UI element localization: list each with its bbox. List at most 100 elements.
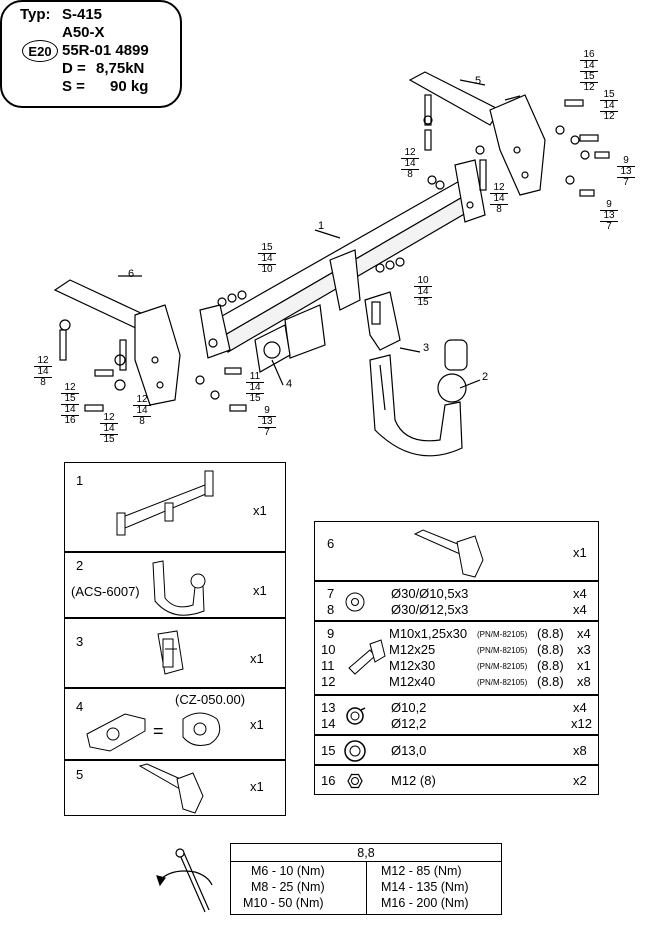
part-number: 14	[321, 716, 336, 731]
part-panel-5: 5 x1	[64, 760, 286, 816]
part-panel-3: 3 x1	[64, 618, 286, 688]
part-panel-4: 4 (CZ-050.00) = x1	[64, 688, 286, 760]
torque-value: M16 - 200 (Nm)	[381, 896, 469, 910]
part-number: 9	[327, 626, 335, 641]
s-label: S =	[62, 78, 85, 95]
right-bracket-icon	[138, 763, 204, 814]
d-label: D =	[62, 60, 86, 77]
part-grade: (8.8)	[537, 658, 564, 673]
part-number: 10	[321, 642, 336, 657]
part-grade: (8.8)	[537, 626, 564, 641]
part-description: Ø30/Ø12,5x3	[391, 602, 469, 617]
spring-washer-icon	[346, 707, 366, 725]
part-number: 15	[321, 743, 336, 758]
typ-label: Typ:	[20, 6, 51, 23]
part-quantity: x1	[250, 779, 264, 794]
left-bracket-drawing	[53, 279, 181, 406]
part-quantity: x1	[253, 583, 267, 598]
part-description: Ø10,2	[391, 700, 427, 715]
crossbar-icon	[116, 470, 214, 536]
part-quantity: x4	[573, 700, 587, 715]
torque-value: M12 - 85 (Nm)	[381, 864, 462, 878]
mount-block-drawing	[364, 291, 401, 351]
torque-table: 8,8 M6 - 10 (Nm) M8 - 25 (Nm) M10 - 50 (…	[230, 843, 502, 915]
torque-value: M6 - 10 (Nm)	[251, 864, 325, 878]
part-norm: (PN/M-82105)	[477, 646, 528, 655]
s-value: 90 kg	[110, 78, 149, 95]
part-quantity: x4	[573, 602, 587, 617]
torque-value: M8 - 25 (Nm)	[251, 880, 325, 894]
spec-box: Typ: S-415 A50-X E20 55R-01 4899 D = 8,7…	[0, 0, 182, 108]
bolt-icon	[348, 639, 386, 675]
typ-value: S-415	[62, 6, 103, 23]
part-number: 1	[76, 473, 84, 488]
callout-3: 3	[423, 342, 430, 354]
part-number: 8	[327, 602, 335, 617]
part-quantity: x1	[250, 651, 264, 666]
part-quantity: x4	[573, 586, 587, 601]
callout-4: 4	[286, 378, 293, 390]
part-description: M12x25	[389, 642, 436, 657]
torque-grade: 8,8	[357, 846, 375, 860]
callout-1: 1	[318, 220, 325, 232]
part-quantity: x2	[573, 773, 587, 788]
part-quantity: x1	[253, 503, 267, 518]
part-description: Ø12,2	[391, 716, 427, 731]
approval-number: 55R-01 4899	[62, 42, 149, 59]
part-quantity: x4	[577, 626, 591, 641]
part-number: 3	[76, 634, 84, 649]
part-quantity: x8	[573, 743, 587, 758]
part-quantity: x12	[571, 716, 592, 731]
part-number: 12	[321, 674, 336, 689]
socket-plate-drawing	[254, 324, 291, 373]
part-description: M12x30	[389, 658, 436, 673]
approval-mark: E20	[22, 40, 58, 62]
left-bracket-icon	[413, 529, 484, 578]
tow-ball-drawing	[369, 339, 468, 457]
part-number: 6	[327, 536, 335, 551]
part-panel-7-8: 7 8 Ø30/Ø10,5x3 Ø30/Ø12,5x3 x4 x4	[314, 581, 599, 621]
part-number: 13	[321, 700, 336, 715]
callout-6: 6	[128, 268, 135, 280]
socket-plate-icon	[86, 712, 221, 752]
part-description: M12 (8)	[391, 773, 436, 788]
part-panel-1: 1 x1	[64, 462, 286, 552]
callout-2: 2	[482, 371, 489, 383]
flat-washer-icon	[345, 592, 365, 612]
part-number: 2	[76, 558, 84, 573]
d-value: 8,75kN	[96, 60, 145, 77]
part-description: Ø13,0	[391, 743, 427, 758]
part-norm: (PN/M-82105)	[477, 678, 528, 687]
part-panel-16: 16 M12 (8) x2	[314, 765, 599, 795]
tow-ball-icon	[152, 560, 206, 616]
part-panel-15: 15 Ø13,0 x8	[314, 735, 599, 765]
part-quantity: x1	[573, 545, 587, 560]
part-norm: (PN/M-82105)	[477, 662, 528, 671]
part-quantity: x1	[250, 717, 264, 732]
part-grade: (8.8)	[537, 674, 564, 689]
part-number: 5	[76, 767, 84, 782]
torque-value: M10 - 50 (Nm)	[243, 896, 324, 910]
part-description: M10x1,25x30	[389, 626, 468, 641]
part-panel-13-14: 13 14 Ø10,2 Ø12,2 x4 x12	[314, 695, 599, 735]
part-number: 4	[76, 699, 84, 714]
part-number: 7	[327, 586, 335, 601]
part-panel-9-12: 9 10 11 12 M10x1,25x30 M12x25 M12x30 M12…	[314, 621, 599, 695]
model-value: A50-X	[62, 24, 105, 41]
right-bracket-drawing	[408, 71, 546, 196]
part-quantity: x8	[577, 674, 591, 689]
part-description: M12x40	[389, 674, 436, 689]
